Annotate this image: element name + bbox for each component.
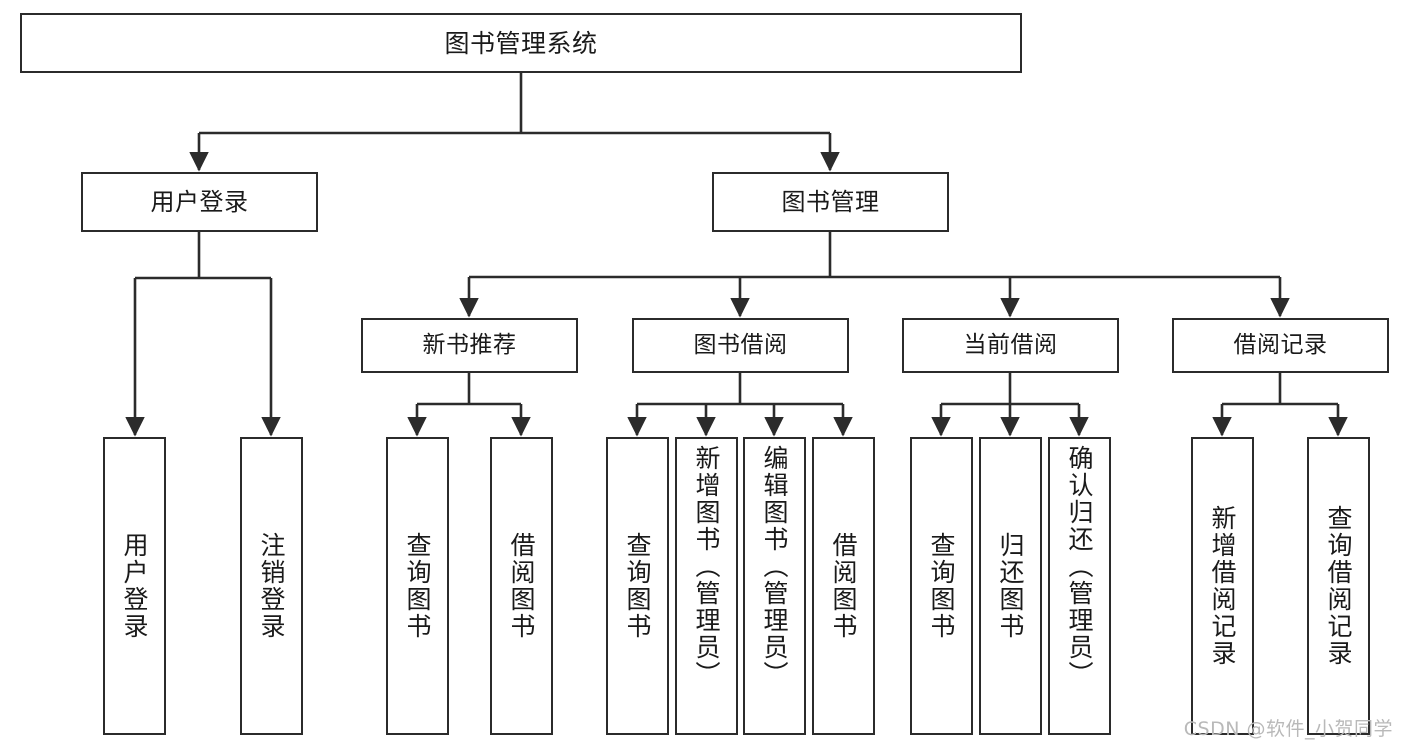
node-leaf-add-book[interactable]: 新增图书（管理员）	[675, 437, 738, 735]
node-leaf-borrow-book[interactable]: 借阅图书	[812, 437, 875, 735]
node-leaf-query-book-current-label: 查询图书	[927, 532, 956, 640]
node-root-system-label: 图书管理系统	[444, 28, 598, 58]
node-book-management[interactable]: 图书管理	[712, 172, 949, 232]
node-borrow-record-label: 借阅记录	[1233, 332, 1328, 358]
node-current-borrow-label: 当前借阅	[963, 332, 1058, 358]
node-leaf-query-book-recommend-label: 查询图书	[403, 532, 432, 640]
node-leaf-user-login-label: 用户登录	[120, 532, 149, 640]
node-current-borrow[interactable]: 当前借阅	[902, 318, 1119, 373]
node-leaf-query-book-recommend[interactable]: 查询图书	[386, 437, 449, 735]
node-leaf-query-book-borrow[interactable]: 查询图书	[606, 437, 669, 735]
node-leaf-user-login[interactable]: 用户登录	[103, 437, 166, 735]
node-leaf-borrow-book-label: 借阅图书	[829, 532, 858, 640]
node-leaf-borrow-book-recommend[interactable]: 借阅图书	[490, 437, 553, 735]
node-leaf-confirm-return-label: 确认归还（管理员）	[1065, 445, 1094, 688]
node-root-system[interactable]: 图书管理系统	[20, 13, 1022, 73]
node-leaf-add-borrow-record-label: 新增借阅记录	[1208, 505, 1237, 667]
node-borrow-record[interactable]: 借阅记录	[1172, 318, 1389, 373]
node-leaf-add-borrow-record[interactable]: 新增借阅记录	[1191, 437, 1254, 735]
node-leaf-query-book-current[interactable]: 查询图书	[910, 437, 973, 735]
node-leaf-borrow-book-recommend-label: 借阅图书	[507, 532, 536, 640]
node-user-login[interactable]: 用户登录	[81, 172, 318, 232]
csdn-watermark: CSDN @软件_小贺同学	[1183, 718, 1393, 740]
node-leaf-edit-book-label: 编辑图书（管理员）	[760, 445, 789, 688]
node-leaf-query-borrow-record[interactable]: 查询借阅记录	[1307, 437, 1370, 735]
node-leaf-confirm-return[interactable]: 确认归还（管理员）	[1048, 437, 1111, 735]
node-leaf-add-book-label: 新增图书（管理员）	[692, 445, 721, 688]
node-book-borrow-label: 图书借阅	[693, 332, 788, 358]
node-leaf-logout[interactable]: 注销登录	[240, 437, 303, 735]
node-book-management-label: 图书管理	[781, 188, 880, 216]
node-leaf-return-book[interactable]: 归还图书	[979, 437, 1042, 735]
node-leaf-query-book-borrow-label: 查询图书	[623, 532, 652, 640]
node-leaf-logout-label: 注销登录	[257, 532, 286, 640]
node-leaf-return-book-label: 归还图书	[996, 532, 1025, 640]
node-leaf-query-borrow-record-label: 查询借阅记录	[1324, 505, 1353, 667]
node-new-book-recommend-label: 新书推荐	[422, 332, 517, 358]
node-user-login-label: 用户登录	[150, 188, 249, 216]
node-new-book-recommend[interactable]: 新书推荐	[361, 318, 578, 373]
node-leaf-edit-book[interactable]: 编辑图书（管理员）	[743, 437, 806, 735]
node-book-borrow[interactable]: 图书借阅	[632, 318, 849, 373]
